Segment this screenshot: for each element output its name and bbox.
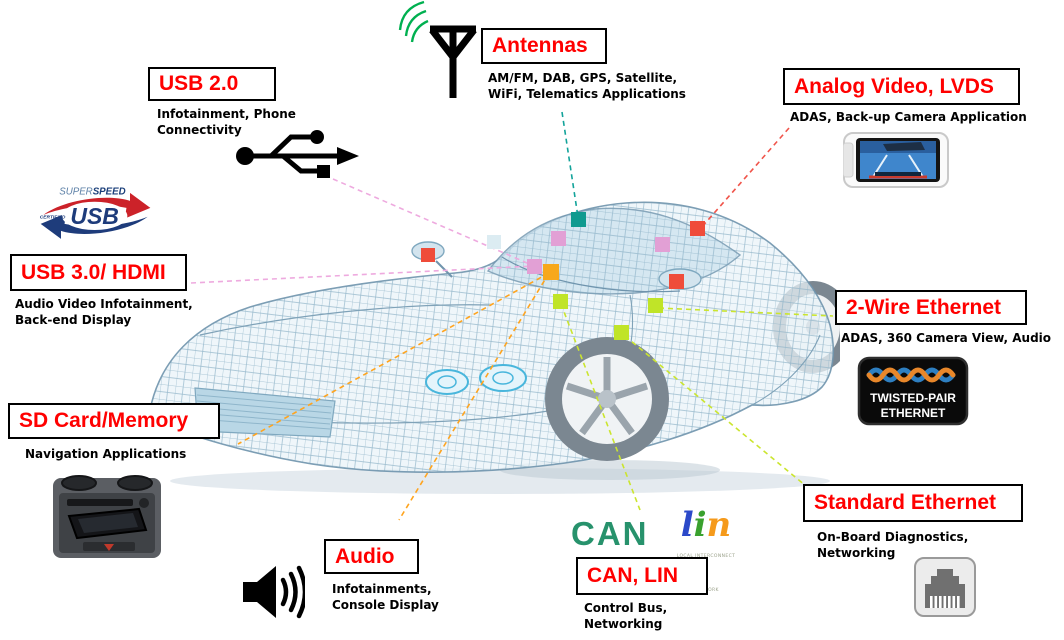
sd-card-desc: Navigation Applications xyxy=(25,447,187,461)
analog-video-title-box: Analog Video, LVDS xyxy=(783,68,1020,105)
antennas-title: Antennas xyxy=(492,34,588,57)
connector-lines xyxy=(190,111,834,521)
usb3-desc: Audio Video Infotainment, Back-end Displ… xyxy=(15,297,193,327)
superspeed-speed-text: SPEED xyxy=(93,187,126,198)
antenna-icon xyxy=(398,0,477,98)
twisted-pair-text-line1: TWISTED-PAIR xyxy=(870,391,956,405)
sd-card-dashboard-image xyxy=(53,475,161,558)
lin-letter-n: n xyxy=(706,505,732,545)
can-logo: CAN xyxy=(571,515,649,552)
superspeed-certified-text: CERTIFIED xyxy=(40,215,66,221)
analog-video-desc: ADAS, Back-up Camera Application xyxy=(790,110,1027,124)
connector-nodes xyxy=(421,212,705,340)
antennas-title-box: Antennas xyxy=(481,28,607,64)
superspeed-usb-text: USB xyxy=(70,203,119,229)
superspeed-usb-logo: SUPERSPEED USB CERTIFIED xyxy=(40,187,151,239)
green-node-door xyxy=(553,294,568,309)
red-node-right-mirror xyxy=(669,274,684,289)
sd-card-title: SD Card/Memory xyxy=(19,409,189,432)
svg-text:SUPERSPEED: SUPERSPEED xyxy=(59,187,125,198)
usb2-title: USB 2.0 xyxy=(159,72,239,95)
sd-card-title-box: SD Card/Memory xyxy=(8,403,220,439)
twisted-pair-ethernet-logo: TWISTED-PAIR ETHERNET xyxy=(857,356,969,426)
pink-node-roof xyxy=(551,231,566,246)
antenna-waves-icon xyxy=(398,0,429,43)
superspeed-super-text: SUPER xyxy=(59,187,92,198)
usb2-title-box: USB 2.0 xyxy=(148,67,276,101)
standard-ethernet-title: Standard Ethernet xyxy=(814,491,997,514)
pink-node-rear xyxy=(655,237,670,252)
two-wire-title: 2-Wire Ethernet xyxy=(846,295,1002,319)
audio-title-box: Audio xyxy=(324,539,419,574)
can-lin-desc: Control Bus, Networking xyxy=(584,601,668,631)
car-front-wheel xyxy=(545,337,669,461)
lin-logo: lin LOCAL INTERCONNECT NETWORK xyxy=(674,508,738,608)
analog-video-line xyxy=(700,127,790,229)
antennas-line xyxy=(561,111,579,218)
ethernet-port-icon xyxy=(914,557,976,617)
usb2-desc: Infotainment, Phone Connectivity xyxy=(157,107,296,137)
pale-node xyxy=(487,235,501,249)
can-lin-title-box: CAN, LIN xyxy=(576,557,708,595)
can-lin-title: CAN, LIN xyxy=(587,564,678,587)
speaker-icon xyxy=(243,565,305,619)
usb3-title-box: USB 3.0/ HDMI xyxy=(10,254,187,291)
two-wire-line xyxy=(658,307,834,317)
can-lin-line xyxy=(560,303,641,511)
sd-card-line xyxy=(237,272,550,445)
audio-line xyxy=(398,272,550,521)
audio-desc: Infotainments, Console Display xyxy=(332,582,439,612)
green-node-sill xyxy=(614,325,629,340)
car-headlights xyxy=(425,364,527,395)
usb2-line xyxy=(332,178,535,267)
green-node-side xyxy=(648,298,663,313)
usb-trident-icon xyxy=(236,130,359,178)
two-wire-desc: ADAS, 360 Camera View, Audio xyxy=(841,331,1052,345)
red-node-left-mirror xyxy=(421,248,435,262)
backup-camera-mirror-image xyxy=(843,132,949,188)
standard-ethernet-line xyxy=(624,335,807,487)
twisted-pair-text-line2: ETHERNET xyxy=(881,406,946,420)
lin-letter-l: l xyxy=(680,505,694,545)
wireframe-car-image xyxy=(149,201,840,494)
two-wire-title-box: 2-Wire Ethernet xyxy=(835,290,1027,325)
car-grille xyxy=(194,387,336,438)
analog-video-title: Analog Video, LVDS xyxy=(794,74,994,98)
usb3-line xyxy=(190,265,535,284)
pink-node-cowl xyxy=(527,259,542,274)
standard-ethernet-desc: On-Board Diagnostics, Networking xyxy=(817,530,969,560)
standard-ethernet-title-box: Standard Ethernet xyxy=(803,484,1023,522)
orange-node xyxy=(543,264,559,280)
red-node-rear-deck xyxy=(690,221,705,236)
lin-letter-i: i xyxy=(693,505,707,545)
antenna-node xyxy=(571,212,586,227)
antennas-desc: AM/FM, DAB, GPS, Satellite, WiFi, Telema… xyxy=(488,71,686,101)
usb3-title: USB 3.0/ HDMI xyxy=(21,260,166,284)
audio-title: Audio xyxy=(335,544,395,568)
